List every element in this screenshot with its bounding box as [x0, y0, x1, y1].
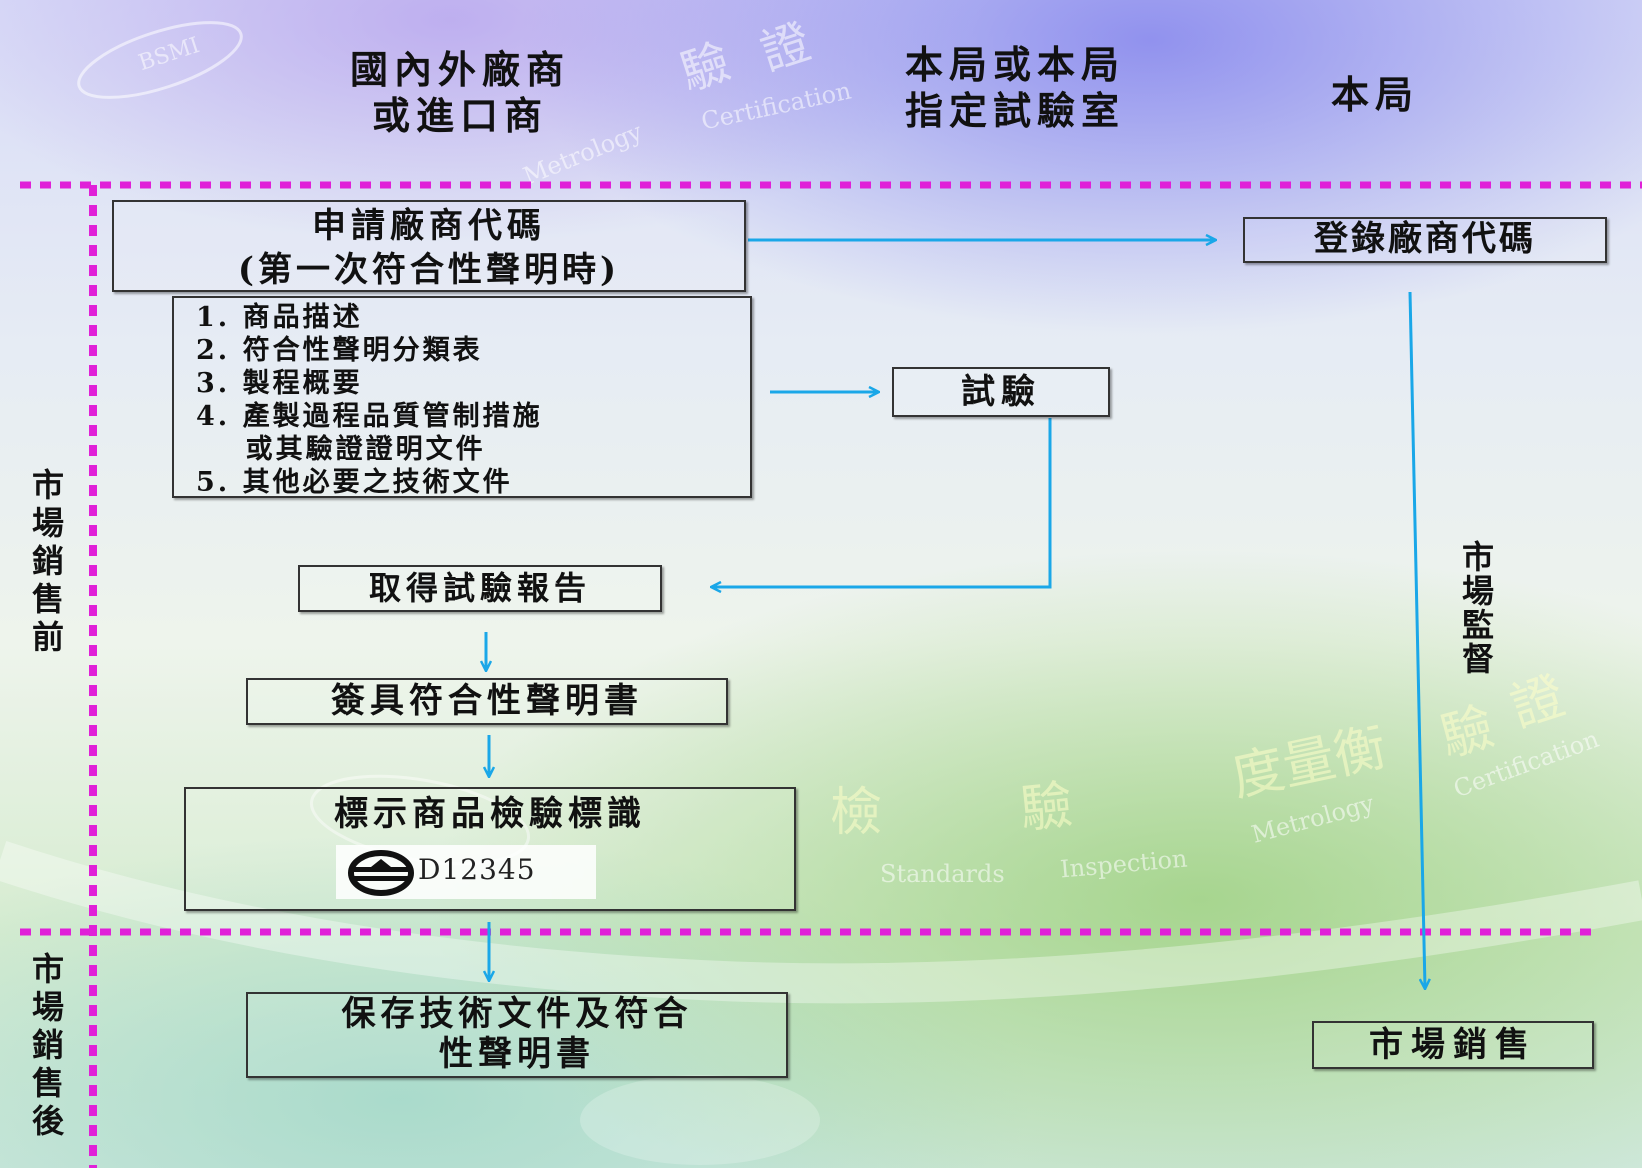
- doc-item-1: 1. 商品描述: [196, 302, 363, 333]
- box-apply-vendor-code-line1: 申請廠商代碼: [312, 206, 546, 246]
- box-apply-vendor-code-line2: (第一次符合性聲明時): [237, 250, 621, 290]
- bsmi-commodity-mark-icon: [348, 850, 414, 896]
- box-test-text: 試驗: [961, 372, 1041, 412]
- box-market-sales-text: 市場銷售: [1369, 1025, 1537, 1065]
- side-label-after-sales: 市場銷售後: [25, 952, 65, 1142]
- header-lab: 本局或本局 指定試驗室: [845, 42, 1185, 134]
- box-obtain-test-report: 取得試驗報告: [298, 565, 662, 612]
- header-manufacturer: 國內外廠商 或進口商: [290, 47, 630, 139]
- background-swoosh: [0, 841, 1642, 1004]
- box-label-inspection-mark-text: 標示商品檢驗標識: [334, 794, 646, 834]
- box-keep-documents: 保存技術文件及符合 性聲明書: [246, 992, 788, 1078]
- box-obtain-test-report-text: 取得試驗報告: [368, 569, 591, 607]
- label-market-supervision: 市場監督: [1455, 540, 1495, 676]
- box-market-sales: 市場銷售: [1312, 1021, 1594, 1069]
- box-label-inspection-mark: 標示商品檢驗標識 D12345: [184, 787, 796, 911]
- watermark-cn-3: 檢: [830, 783, 883, 843]
- header-manufacturer-line2: 或進口商: [371, 93, 548, 138]
- watermark-swirl: [580, 1075, 820, 1165]
- watermark-en-1: Standards: [880, 860, 1005, 888]
- box-sign-declaration-text: 簽具符合性聲明書: [331, 681, 643, 721]
- header-bureau: 本局: [1330, 72, 1419, 117]
- header-lab-line1: 本局或本局: [904, 42, 1125, 87]
- doc-item-4: 4. 產製過程品質管制措施: [196, 401, 543, 432]
- doc-item-4-cont: 或其驗證證明文件: [196, 434, 486, 465]
- header-lab-line2: 指定試驗室: [904, 88, 1125, 133]
- box-apply-vendor-code: 申請廠商代碼 (第一次符合性聲明時): [112, 200, 746, 292]
- box-test: 試驗: [892, 367, 1110, 417]
- side-label-before-sales-text: 市場銷售前: [27, 468, 65, 658]
- arrow-register-to-market: [1408, 291, 1425, 988]
- header-manufacturer-line1: 國內外廠商: [349, 47, 570, 92]
- watermark-logo-ring-top: [77, 21, 243, 99]
- box-register-vendor-code: 登錄廠商代碼: [1243, 217, 1607, 263]
- box-sign-declaration: 簽具符合性聲明書: [246, 678, 728, 725]
- side-label-after-sales-text: 市場銷售後: [27, 952, 65, 1142]
- doc-item-5: 5. 其他必要之技術文件: [196, 467, 513, 498]
- side-label-before-sales: 市場銷售前: [25, 468, 65, 658]
- label-market-supervision-text: 市場監督: [1457, 540, 1495, 676]
- box-keep-documents-line2: 性聲明書: [439, 1034, 595, 1074]
- box-keep-documents-line1: 保存技術文件及符合: [341, 994, 693, 1034]
- arrow-test-to-report: [712, 418, 1052, 587]
- inspection-mark-code: D12345: [418, 853, 536, 886]
- doc-item-2: 2. 符合性聲明分類表: [196, 335, 483, 366]
- doc-item-3: 3. 製程概要: [196, 368, 363, 399]
- box-register-vendor-code-text: 登錄廠商代碼: [1314, 219, 1536, 259]
- box-technical-documents: 1. 商品描述 2. 符合性聲明分類表 3. 製程概要 4. 產製過程品質管制措…: [172, 296, 752, 498]
